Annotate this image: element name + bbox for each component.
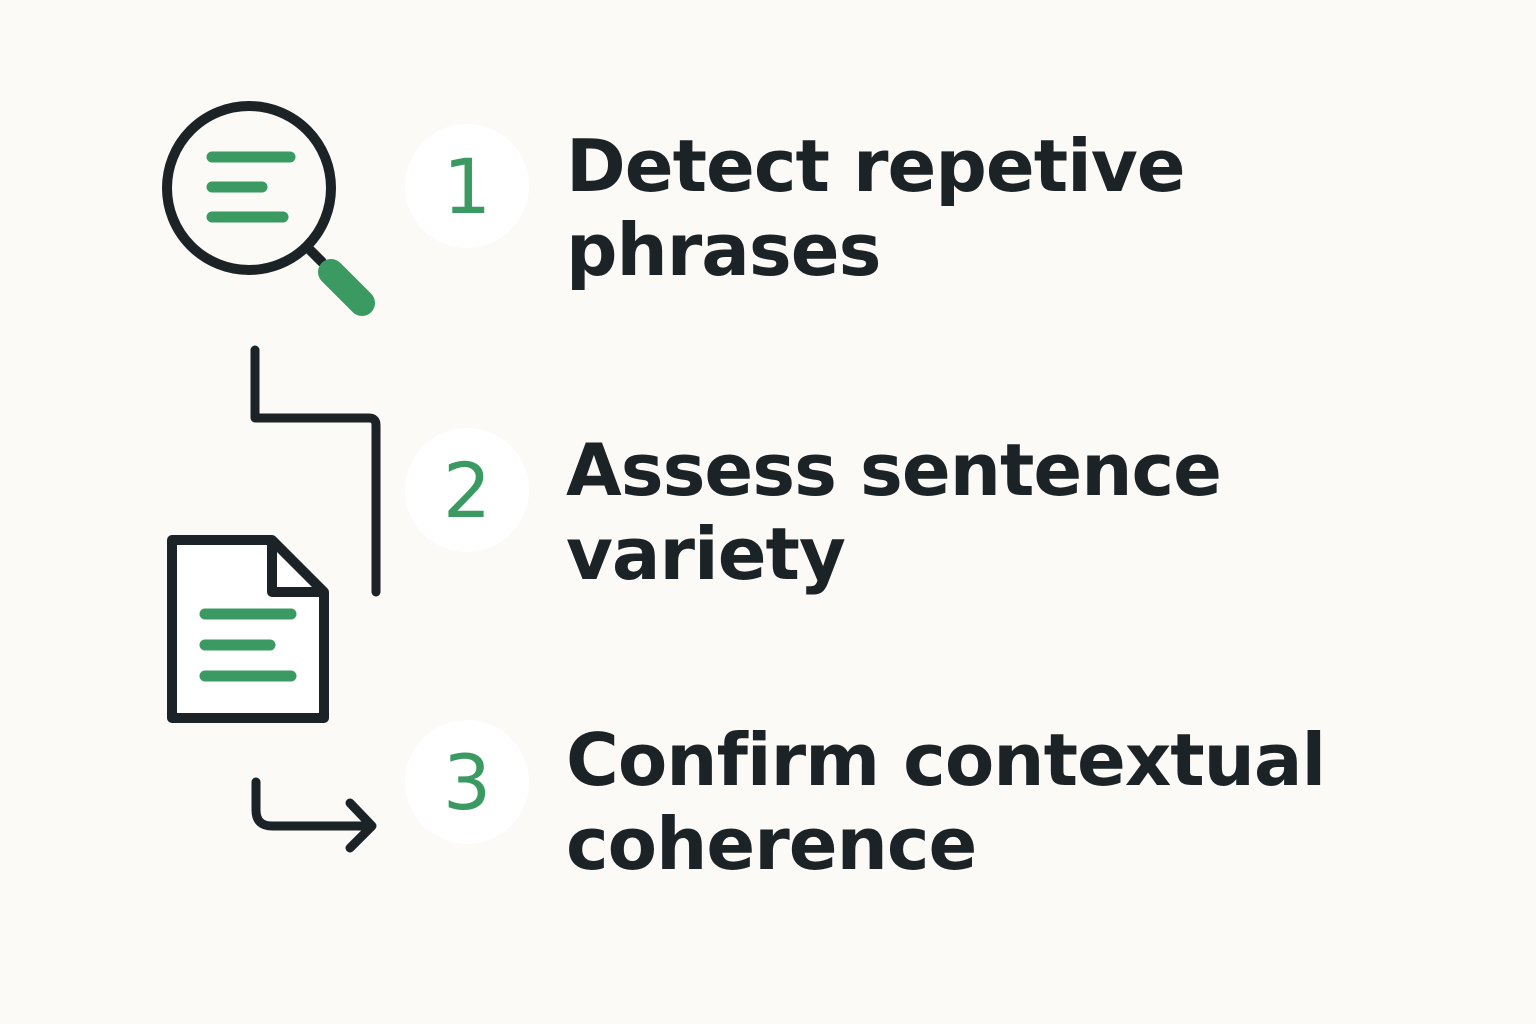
step-1-number-badge: 1 xyxy=(405,124,529,248)
magnifier-icon xyxy=(162,101,375,316)
step-3-title-line-1: Confirm contextual xyxy=(566,718,1326,802)
step-2-title: Assess sentence variety xyxy=(566,428,1222,596)
step-3-title: Confirm contextual coherence xyxy=(566,718,1326,886)
step-2-title-line-2: variety xyxy=(566,512,846,596)
step-3-number-badge: 3 xyxy=(405,720,529,844)
document-icon xyxy=(167,535,329,723)
step-3-title-line-2: coherence xyxy=(566,802,977,886)
step-2-title-line-1: Assess sentence xyxy=(566,428,1222,512)
step-2-number: 2 xyxy=(442,445,492,535)
return-arrow-icon xyxy=(251,777,377,853)
step-1-title-line-2: phrases xyxy=(566,208,881,292)
step-1-number: 1 xyxy=(442,141,492,231)
step-3-number: 3 xyxy=(442,737,492,827)
step-1-title: Detect repetive phrases xyxy=(566,124,1186,292)
elbow-connector-line xyxy=(250,345,381,597)
step-2-number-badge: 2 xyxy=(405,428,529,552)
step-1-title-line-1: Detect repetive xyxy=(566,124,1186,208)
